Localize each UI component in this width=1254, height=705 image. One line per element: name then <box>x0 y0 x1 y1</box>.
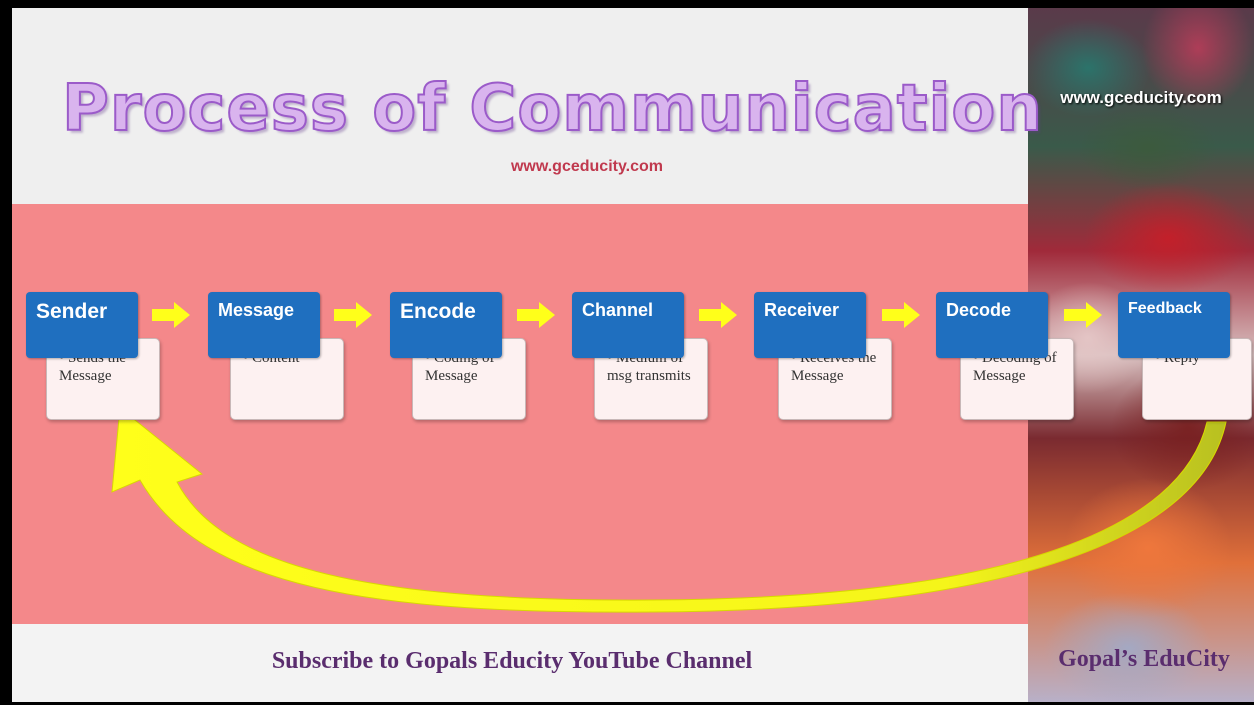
step-sender-header: Sender <box>26 292 138 358</box>
bullet-marker: • <box>243 350 249 366</box>
right-arrow-icon <box>882 302 920 328</box>
step-channel-header: Channel <box>572 292 684 358</box>
right-arrow-icon <box>334 302 372 328</box>
bullet-marker: • <box>1155 350 1161 366</box>
step-feedback-header: Feedback <box>1118 292 1230 358</box>
slide: Process of Communication www.gceducity.c… <box>12 8 1254 702</box>
side-website-label: www.gceducity.com <box>1060 88 1222 107</box>
step-message-header: Message <box>208 292 320 358</box>
bullet-marker: • <box>425 350 431 366</box>
right-arrow-icon <box>152 302 190 328</box>
bullet-marker: • <box>59 350 65 366</box>
brand-name: Gopal’s EduCity <box>1058 646 1230 672</box>
website-subtitle: www.gceducity.com <box>510 158 664 175</box>
page-title: Process of Communication <box>61 71 1043 147</box>
bullet-marker: • <box>973 350 979 366</box>
step-decode-header: Decode <box>936 292 1048 358</box>
subscribe-banner: Subscribe to Gopals Educity YouTube Chan… <box>271 648 753 674</box>
header-band <box>12 8 1028 204</box>
right-arrow-icon <box>699 302 737 328</box>
right-arrow-icon <box>517 302 555 328</box>
step-encode-header: Encode <box>390 292 502 358</box>
right-arrow-icon <box>1064 302 1102 328</box>
bullet-marker: • <box>791 350 797 366</box>
step-receiver-header: Receiver <box>754 292 866 358</box>
footer-band <box>12 624 1028 702</box>
bullet-marker: • <box>607 350 613 366</box>
